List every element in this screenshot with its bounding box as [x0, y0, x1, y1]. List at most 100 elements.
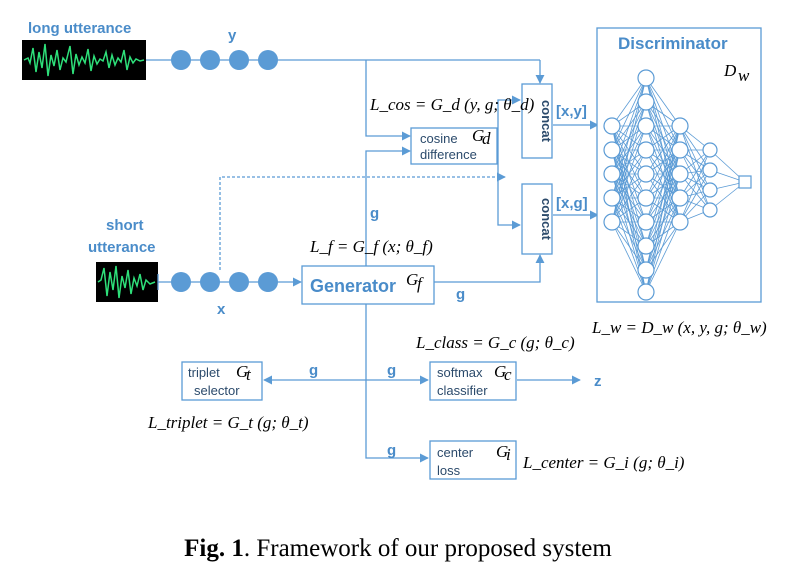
nn-node — [671, 189, 689, 207]
x-node-chain — [157, 272, 284, 292]
softmax-box-line2: classifier — [437, 383, 488, 398]
ltriplet-equation: L_triplet = G_t (g; θ_t) — [147, 413, 309, 432]
nn-node — [637, 69, 655, 87]
center-box-symbol: G — [496, 442, 508, 461]
nn-node — [702, 142, 718, 158]
nn-connection — [611, 77, 647, 127]
cosine-box-line1: cosine — [420, 131, 458, 146]
nn-connection — [679, 149, 711, 211]
y-node-chain — [146, 50, 540, 70]
nn-node — [637, 141, 655, 159]
lclass-equation: L_class = G_c (g; θ_c) — [415, 333, 575, 352]
center-box-subscript: i — [506, 445, 511, 464]
nn-node — [603, 213, 621, 231]
equation-lcenter: L_center = G_i (g; θ_i) — [522, 453, 685, 472]
nn-node — [671, 117, 689, 135]
cosine-box-subscript: d — [482, 129, 491, 148]
nn-connection — [611, 77, 647, 151]
y-label: y — [228, 27, 237, 44]
nn-connection — [679, 169, 711, 223]
nn-node — [603, 141, 621, 159]
concat-xy-label: concat — [539, 100, 554, 143]
caption-text: . Framework of our proposed system — [244, 535, 613, 562]
softmax-classifier-box: softmax classifier G c — [429, 361, 517, 401]
nn-node — [603, 117, 621, 135]
discriminator-subscript: w — [738, 66, 750, 85]
triplet-box-symbol: G — [236, 362, 248, 381]
cosine-box-symbol: G — [472, 126, 484, 145]
neural-network-graphic — [603, 69, 752, 301]
xy-label: [x,y] — [556, 103, 587, 120]
nn-node — [702, 182, 718, 198]
nn-node — [702, 162, 718, 178]
xg-label: [x,g] — [556, 195, 588, 212]
generator-symbol: G — [406, 270, 418, 289]
generator-box: Generator G f — [301, 265, 435, 305]
softmax-box-line1: softmax — [437, 365, 483, 380]
concat-box-xy: concat — [521, 83, 554, 159]
triplet-box-line1: triplet — [188, 365, 220, 380]
nn-connection — [645, 77, 681, 127]
cosine-difference-box: cosine difference G d — [410, 126, 498, 165]
long-utterance-label: long utterance — [28, 20, 131, 37]
g-label-softmax: g — [387, 362, 396, 379]
generator-subscript: f — [417, 274, 424, 293]
nn-node — [671, 141, 689, 159]
equation-lw: L_w = D_w (x, y, g; θ_w) — [591, 318, 767, 337]
triplet-box-subscript: t — [246, 365, 252, 384]
nn-connection — [611, 221, 647, 293]
nn-node — [603, 165, 621, 183]
triplet-box-line2: selector — [194, 383, 240, 398]
nn-connection — [611, 221, 647, 271]
nn-connection — [645, 221, 681, 293]
equation-lclass: L_class = G_c (g; θ_c) — [415, 333, 575, 352]
nn-connection — [679, 125, 711, 211]
nn-node — [671, 213, 689, 231]
nn-node — [637, 93, 655, 111]
nn-node — [637, 213, 655, 231]
nn-connection — [645, 125, 681, 223]
discriminator-box: Discriminator D w — [596, 27, 762, 303]
equation-ltriplet: L_triplet = G_t (g; θ_t) — [147, 413, 309, 432]
g-label-cosine: g — [370, 205, 379, 222]
figure-caption: Fig. 1. Framework of our proposed system — [184, 535, 612, 562]
equation-lcos: L_cos = G_d (y, g; θ_d) — [369, 95, 535, 114]
nn-connection — [645, 125, 681, 199]
nn-node — [637, 283, 655, 301]
short-utterance-label-line1: short — [106, 217, 144, 234]
g-label-center: g — [387, 442, 396, 459]
nn-node — [702, 202, 718, 218]
center-box-line2: loss — [437, 463, 461, 478]
center-loss-box: center loss G i — [429, 440, 517, 480]
discriminator-label: Discriminator — [618, 34, 728, 53]
lcenter-equation: L_center = G_i (g; θ_i) — [522, 453, 685, 472]
softmax-box-subscript: c — [504, 365, 512, 384]
nn-node — [637, 237, 655, 255]
nn-node — [671, 165, 689, 183]
nn-connection — [611, 149, 647, 223]
caption-bold: Fig. 1 — [184, 535, 244, 562]
nn-connection — [611, 77, 647, 175]
lw-equation: L_w = D_w (x, y, g; θ_w) — [591, 318, 767, 337]
nn-output-node — [738, 175, 752, 189]
concat-box-xg: concat — [521, 183, 554, 255]
discriminator-symbol: D — [723, 61, 737, 80]
nn-node — [637, 261, 655, 279]
long-utterance-waveform — [22, 40, 146, 80]
cosine-box-line2: difference — [420, 147, 477, 162]
x-label: x — [217, 301, 226, 318]
nn-connection — [611, 125, 647, 223]
nn-node — [603, 189, 621, 207]
equation-lf: L_f = G_f (x; θ_f) — [309, 237, 433, 256]
lcos-equation: L_cos = G_d (y, g; θ_d) — [369, 95, 535, 114]
nn-node — [637, 189, 655, 207]
nn-connection — [679, 149, 711, 223]
g-label-concat: g — [456, 286, 465, 303]
short-utterance-label-line2: utterance — [88, 239, 156, 256]
softmax-box-symbol: G — [494, 362, 506, 381]
generator-label: Generator — [310, 276, 396, 296]
nn-node — [637, 117, 655, 135]
nn-node — [637, 165, 655, 183]
connection-lines — [219, 60, 599, 463]
